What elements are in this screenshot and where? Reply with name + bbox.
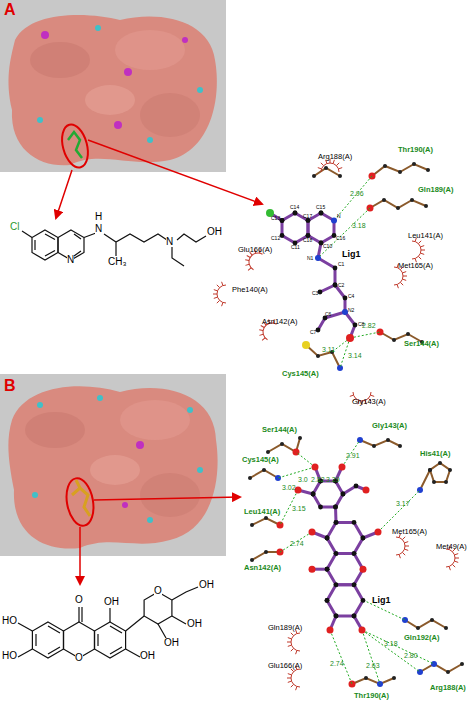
structure-atom-label: Cl: [10, 222, 19, 232]
hbond-residue-label: Ser144(A): [404, 340, 439, 348]
panel-letter: A: [4, 2, 16, 18]
hbond-residue-label: Thr190(A): [398, 146, 433, 154]
atom-label: C7: [310, 330, 316, 335]
atom-label: C18: [303, 238, 312, 243]
residue-label: Phe140(A): [232, 286, 268, 294]
bond-distance: 3.11: [322, 346, 335, 353]
atom-label: C17: [303, 214, 312, 219]
residue-label: Met165(A): [392, 528, 427, 536]
atom-label: C8: [358, 322, 364, 327]
hbond-residue-label: Leu141(A): [244, 508, 280, 516]
residue-label: Arg188(A): [318, 153, 352, 161]
structure-atom-label: HO: [2, 651, 17, 661]
hbond-residue-label: Cys145(A): [242, 456, 279, 464]
atom-label: C4: [348, 294, 354, 299]
structure-atom-label: HO: [2, 616, 17, 626]
hbond-residue-label: Ser144(A): [262, 426, 297, 434]
bond-distance: 3.18: [384, 640, 398, 647]
bond-distance: 2.80: [404, 652, 418, 659]
structure-atom-label: CH₃: [108, 257, 127, 267]
pointer-arrows-a: [56, 140, 262, 218]
structure-atom-label: OH: [207, 227, 222, 237]
structure-atom-label: O: [154, 586, 162, 596]
hbond-residue-label: Gln192(A): [404, 634, 439, 642]
ligand-label: Lig1: [372, 596, 391, 605]
structure-atom-label: OH: [104, 597, 119, 607]
structure-a: [22, 230, 206, 266]
panel-letter: B: [4, 378, 16, 394]
structure-b: [18, 587, 198, 658]
structure-atom-label: H: [95, 212, 102, 222]
hbond-residue-label: Gly143(A): [372, 422, 407, 430]
ligplot-b: [250, 437, 462, 690]
structure-atom-label: OH: [164, 638, 179, 648]
atom-label: C12: [271, 236, 280, 241]
bond-distance: 3.02: [282, 484, 296, 491]
bond-distance: 2.91: [346, 452, 360, 459]
hbond-residue-label: Gln189(A): [418, 186, 453, 194]
residue-label: Glu166(A): [238, 246, 272, 254]
ligand-label: Lig1: [342, 250, 361, 259]
atom-label: C3: [312, 291, 318, 296]
bond-distance: 2.82: [311, 476, 325, 483]
structure-atom-label: O: [75, 653, 83, 663]
bond-distance: 2.63: [366, 662, 380, 669]
atom-label: N2: [348, 308, 354, 313]
protein-surface-b: [0, 374, 226, 556]
residue-label: Glu166(A): [268, 662, 302, 670]
atom-label: C10: [323, 244, 332, 249]
atom-label: C13: [271, 216, 280, 221]
hbond-residue-label: Thr190(A): [354, 692, 389, 700]
structure-atom-label: OH: [140, 651, 155, 661]
bond-distance: 2.96: [350, 190, 364, 197]
bond-distance: 3.29: [326, 476, 340, 483]
atom-label: C6: [325, 312, 331, 317]
atom-label: C2: [338, 283, 344, 288]
atom-label: C14: [290, 205, 299, 210]
hbond-residue-label: His41(A): [420, 450, 450, 458]
pointer-arrows-b: [80, 497, 240, 584]
structure-atom-label: N: [67, 255, 74, 265]
bond-distance: 3.18: [352, 222, 366, 229]
residue-label: Met165(A): [398, 262, 433, 270]
atom-label: N: [337, 214, 341, 219]
hbond-residue-label: Arg188(A): [430, 684, 466, 692]
hbond-residue-label: Asn142(A): [244, 564, 281, 572]
atom-label: N1: [307, 256, 313, 261]
bond-distance: 2.74: [290, 540, 304, 547]
structure-atom-label: N: [166, 237, 173, 247]
bond-distance: 3.14: [348, 352, 362, 359]
atom-label: C11: [291, 245, 300, 250]
residue-label: Gln189(A): [268, 624, 302, 632]
residue-label: Leu141(A): [408, 232, 443, 240]
bond-distance: 3.17: [396, 500, 410, 507]
residue-label: Met49(A): [436, 543, 467, 551]
residue-label: Asn142(A): [262, 318, 297, 326]
residue-label: Gly143(A): [352, 398, 386, 406]
bond-distance: 3.15: [292, 505, 306, 512]
atom-label: C16: [336, 236, 345, 241]
hbond-residue-label: Cys145(A): [282, 370, 319, 378]
protein-surface-a: [0, 0, 226, 172]
structure-atom-label: N: [95, 224, 102, 234]
structure-atom-label: OH: [199, 580, 214, 590]
atom-label: C15: [316, 205, 325, 210]
bond-distance: 2.74: [330, 660, 344, 667]
bond-distance: 3.0: [298, 476, 308, 483]
atom-label: C1: [338, 262, 344, 267]
structure-atom-label: OH: [187, 619, 202, 629]
ligplot-a: [213, 159, 428, 405]
structure-atom-label: O: [75, 595, 83, 605]
